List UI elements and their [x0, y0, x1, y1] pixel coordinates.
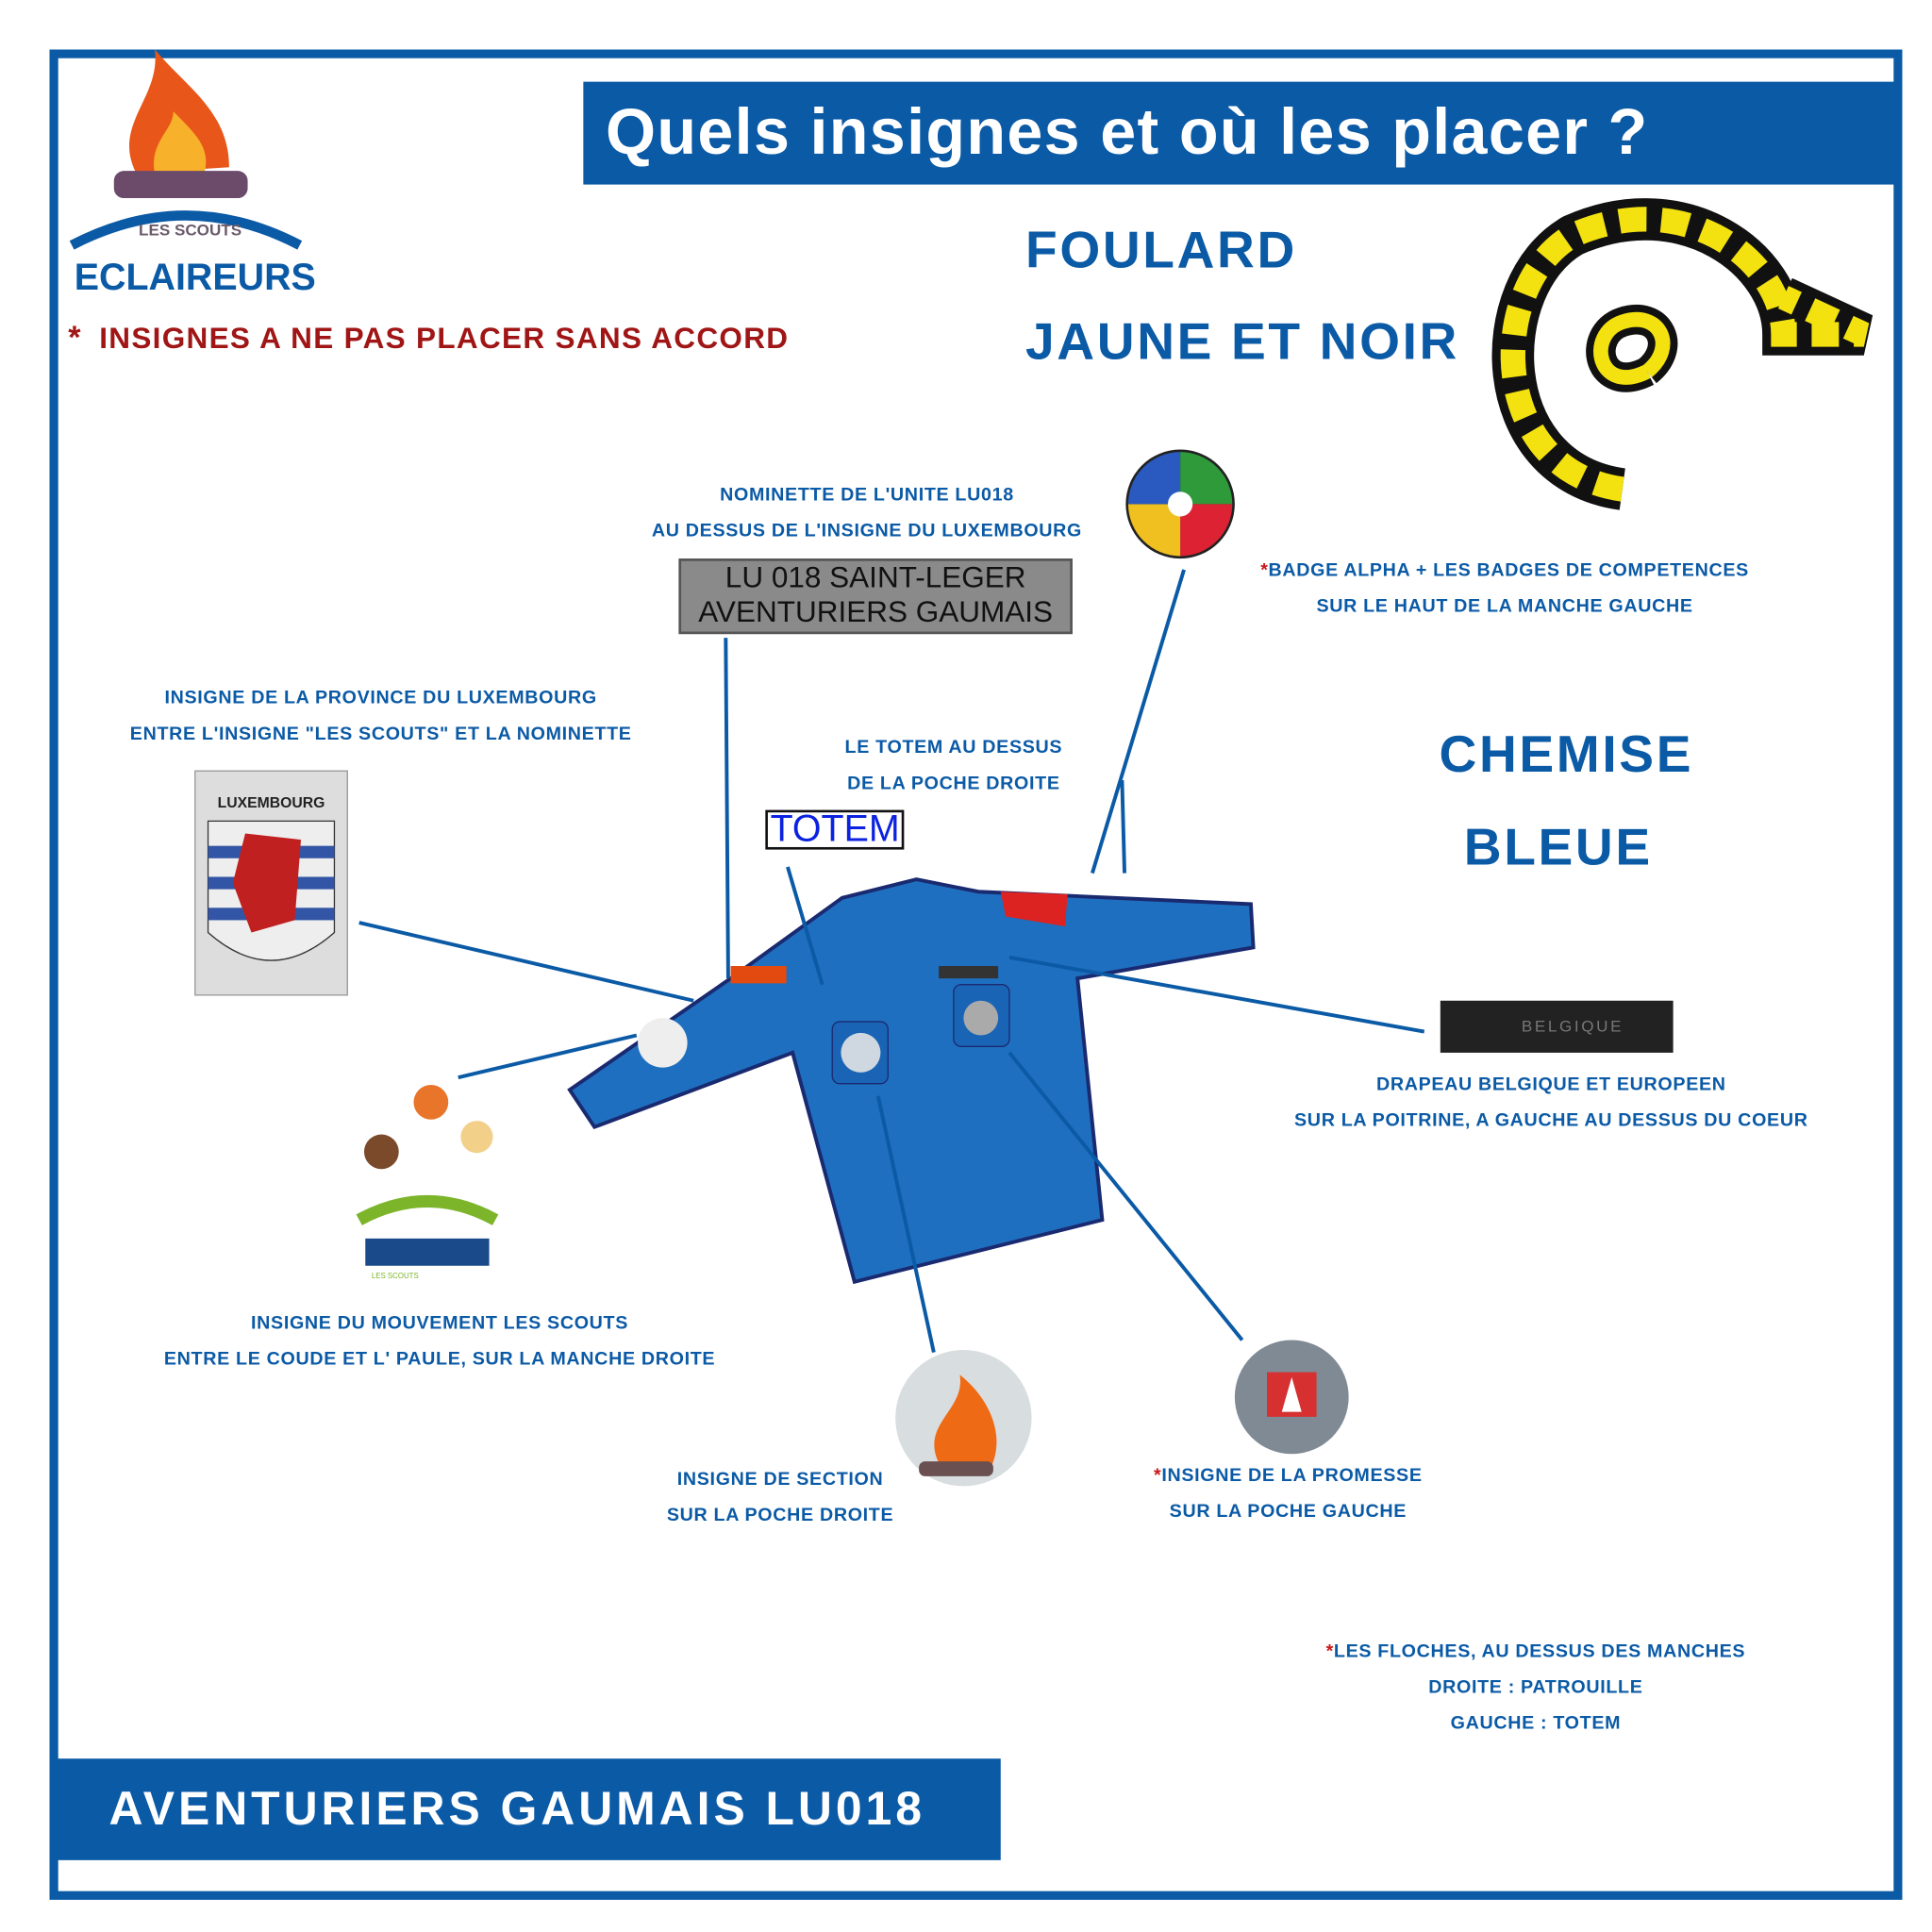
province-label: INSIGNE DE LA PROVINCE DU LUXEMBOURG ENT… — [68, 680, 693, 752]
mouvement-label: INSIGNE DU MOUVEMENT LES SCOUTS ENTRE LE… — [106, 1306, 774, 1377]
nominette-patch: LU 018 SAINT-LEGER AVENTURIERS GAUMAIS — [678, 558, 1073, 635]
label-line: AU DESSUS DE L'INSIGNE DU LUXEMBOURG — [651, 520, 1083, 541]
badge-alpha-label: *BADGE ALPHA + LES BADGES DE COMPETENCES… — [1220, 553, 1790, 625]
chemise-subtitle: BLEUE — [1463, 817, 1653, 876]
warning-star: * — [1153, 1465, 1162, 1487]
belgium-flag-patch: BELGIQUE — [1440, 1000, 1674, 1053]
footer-banner: AVENTURIERS GAUMAIS LU018 — [57, 1758, 1001, 1860]
pointer-arrows — [358, 569, 1425, 1354]
totem-label: LE TOTEM AU DESSUS DE LA POCHE DROITE — [817, 729, 1090, 801]
lion-icon — [207, 820, 336, 961]
logo-text-top: LES SCOUTS — [139, 220, 242, 240]
label-line: NOMINETTE DE L'UNITE LU018 — [720, 484, 1014, 506]
alpha-badge-icon — [1125, 449, 1235, 559]
label-line: INSIGNE DE LA PROMESSE — [1161, 1465, 1423, 1487]
warning-note: * INSIGNES A NE PAS PLACER SANS ACCORD — [68, 318, 789, 357]
warning-star: * — [1325, 1641, 1334, 1662]
label-line: INSIGNE DU MOUVEMENT LES SCOUTS — [251, 1312, 629, 1334]
warning-star: * — [1260, 559, 1269, 581]
label-line: ENTRE LE COUDE ET L' PAULE, SUR LA MANCH… — [163, 1348, 716, 1370]
warning-text: INSIGNES A NE PAS PLACER SANS ACCORD — [99, 322, 790, 356]
promise-badge-icon — [1234, 1340, 1349, 1455]
label-line: INSIGNE DE LA PROVINCE DU LUXEMBOURG — [164, 687, 597, 708]
section-label: INSIGNE DE SECTION SUR LA POCHE DROITE — [644, 1461, 917, 1533]
label-line: LE TOTEM AU DESSUS — [844, 737, 1063, 758]
label-line: SUR LA POCHE GAUCHE — [1169, 1501, 1407, 1523]
label-line: SUR LA POITRINE, A GAUCHE AU DESSUS DU C… — [1294, 1109, 1808, 1131]
section-badge-icon — [895, 1349, 1032, 1487]
label-line: SUR LA POCHE DROITE — [666, 1505, 894, 1526]
label-line: GAUCHE : TOTEM — [1450, 1712, 1622, 1734]
warning-star: * — [68, 318, 82, 356]
label-line: INSIGNE DE SECTION — [676, 1469, 884, 1491]
luxembourg-patch: LUXEMBOURG — [194, 770, 348, 996]
foulard-title: FOULARD — [1025, 220, 1297, 279]
page-title: Quels insignes et où les placer ? — [583, 81, 1895, 185]
scouts-logo-text: LES SCOUTS — [371, 1273, 419, 1281]
label-line: ENTRE L'INSIGNE "LES SCOUTS" ET LA NOMIN… — [129, 723, 632, 745]
shirt-icon — [567, 877, 1256, 1285]
logo-text-bottom: ECLAIREURS — [74, 258, 316, 299]
label-line: DROITE : PATROUILLE — [1428, 1676, 1643, 1698]
patch-text: LUXEMBOURG — [217, 793, 325, 811]
nominette-label: NOMINETTE DE L'UNITE LU018 AU DESSUS DE … — [594, 476, 1140, 548]
patch-line: LU 018 SAINT-LEGER — [724, 560, 1026, 595]
drapeau-label: DRAPEAU BELGIQUE ET EUROPEEN SUR LA POIT… — [1244, 1066, 1857, 1138]
foulard-icon — [1491, 198, 1874, 510]
promesse-label: *INSIGNE DE LA PROMESSE SUR LA POCHE GAU… — [1115, 1457, 1462, 1529]
les-scouts-logo-icon — [356, 1085, 499, 1266]
label-line: DE LA POCHE DROITE — [847, 773, 1060, 794]
label-line: BADGE ALPHA + LES BADGES DE COMPETENCES — [1268, 559, 1749, 581]
campfire-logo-icon — [69, 49, 303, 250]
foulard-subtitle: JAUNE ET NOIR — [1025, 311, 1459, 371]
label-line: LES FLOCHES, AU DESSUS DES MANCHES — [1333, 1641, 1746, 1662]
label-line: DRAPEAU BELGIQUE ET EUROPEEN — [1375, 1074, 1726, 1095]
patch-line: AVENTURIERS GAUMAIS — [698, 595, 1054, 629]
totem-box: TOTEM — [765, 809, 905, 850]
floches-label: *LES FLOCHES, AU DESSUS DES MANCHES DROI… — [1294, 1634, 1777, 1741]
chemise-title: CHEMISE — [1439, 724, 1694, 783]
label-line: SUR LE HAUT DE LA MANCHE GAUCHE — [1316, 595, 1693, 617]
page-frame — [49, 49, 1903, 1900]
